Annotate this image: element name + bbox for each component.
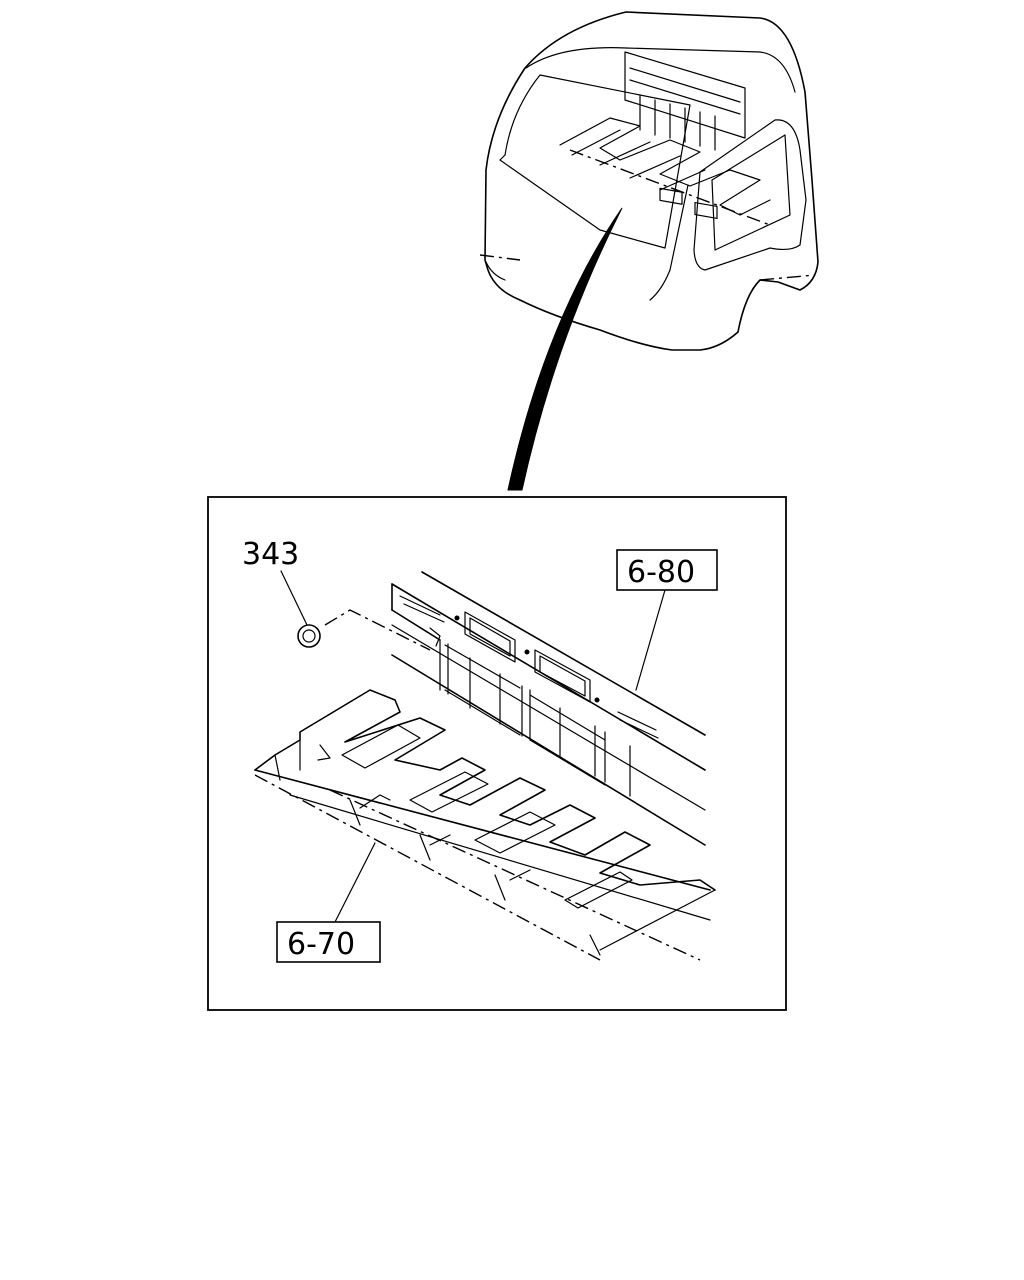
ref-label-6-80[interactable]: 6-80	[616, 549, 718, 591]
clip-343	[297, 609, 441, 651]
leader-343	[280, 570, 308, 626]
ref-label-6-70-text: 6-70	[287, 927, 355, 962]
leader-6-70	[334, 842, 376, 923]
floor-mat	[254, 689, 716, 961]
cab-overview	[479, 11, 819, 351]
ref-label-6-70[interactable]: 6-70	[276, 921, 381, 963]
ref-label-6-80-text: 6-80	[627, 555, 695, 590]
part-number-label: 343	[242, 537, 299, 572]
rear-panel	[391, 571, 706, 846]
leader-6-80	[635, 589, 666, 691]
detail-frame	[207, 496, 787, 1011]
callout-leader	[507, 207, 623, 491]
